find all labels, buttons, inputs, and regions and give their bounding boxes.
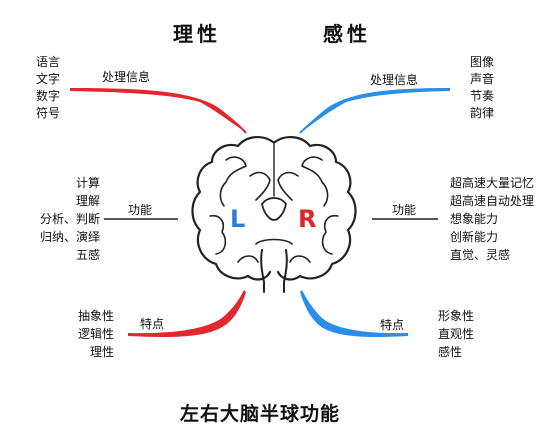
right-function-list: 超高速大量记忆 超高速自动处理 想象能力 创新能力 直觉、灵感 (450, 177, 534, 261)
brain-illustration (191, 136, 357, 293)
list-item: 语言 (36, 55, 61, 69)
left-header: 理性 (173, 22, 221, 46)
list-item: 创新能力 (450, 230, 499, 244)
left-traits-connector (128, 290, 246, 337)
list-item: 分析、判断 (39, 212, 100, 226)
list-item: 文字 (36, 72, 61, 86)
list-item: 符号 (36, 106, 61, 120)
list-item: 理解 (75, 194, 100, 208)
right-processing-connector (300, 88, 450, 133)
list-item: 声音 (470, 72, 495, 86)
left-hemisphere-letter: L (230, 205, 246, 233)
right-function-label: 功能 (392, 203, 417, 217)
list-item: 超高速自动处理 (450, 194, 535, 208)
list-item: 直观性 (438, 327, 475, 341)
right-processing-list: 图像 声音 节奏 韵律 (470, 56, 494, 119)
list-item: 逻辑性 (77, 327, 114, 341)
left-processing-label: 处理信息 (102, 70, 151, 84)
diagram-title: 左右大脑半球功能 (180, 403, 341, 425)
right-traits-list: 形象性 直观性 感性 (438, 310, 474, 358)
right-traits-connector (300, 290, 408, 337)
list-item: 直觉、灵感 (450, 248, 511, 262)
list-item: 抽象性 (77, 309, 114, 323)
list-item: 计算 (75, 176, 100, 190)
list-item: 节奏 (470, 89, 495, 103)
right-traits-label: 特点 (380, 318, 405, 332)
list-item: 想象能力 (450, 212, 499, 226)
list-item: 图像 (470, 55, 495, 69)
left-processing-list: 语言 文字 数字 符号 (36, 56, 60, 119)
list-item: 归纳、演绎 (39, 230, 100, 244)
list-item: 感性 (438, 345, 463, 359)
list-item: 韵律 (470, 106, 495, 120)
left-traits-label: 特点 (140, 317, 165, 331)
list-item: 数字 (36, 89, 61, 103)
left-function-list: 计算 理解 分析、判断 归纳、演绎 五感 (34, 177, 100, 261)
list-item: 形象性 (438, 309, 475, 323)
left-function-label: 功能 (128, 203, 153, 217)
left-traits-list: 抽象性 逻辑性 理性 (70, 310, 114, 358)
right-header: 感性 (323, 22, 371, 46)
list-item: 理性 (89, 345, 114, 359)
right-processing-label: 处理信息 (370, 73, 419, 87)
right-hemisphere-letter: R (298, 205, 317, 233)
list-item: 五感 (75, 248, 100, 262)
list-item: 超高速大量记忆 (450, 176, 535, 190)
